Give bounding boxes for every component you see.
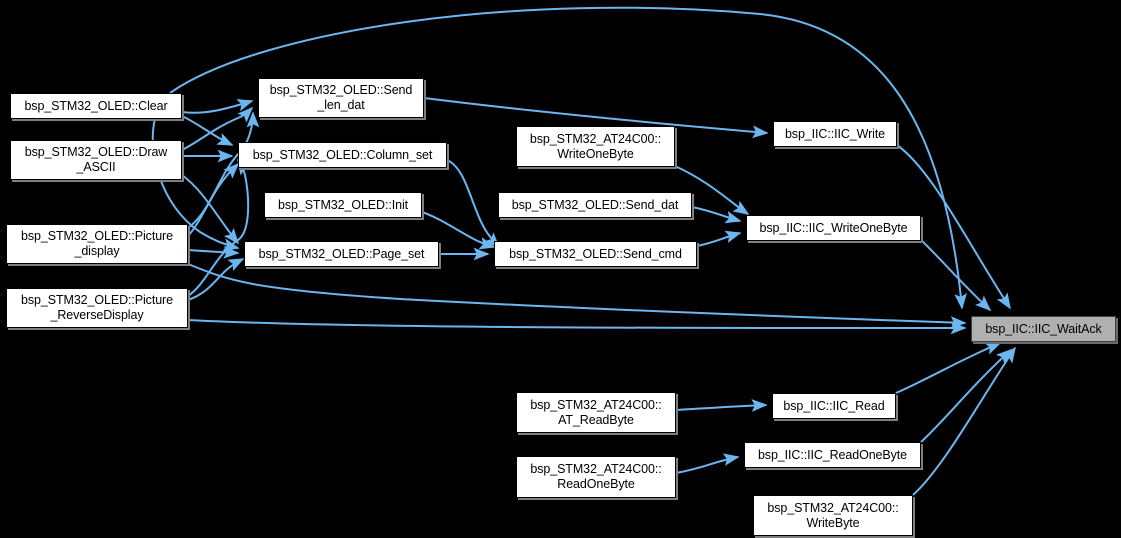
graph-node-at_readonebyte[interactable]: bsp_STM32_AT24C00:: ReadOneByte [516, 456, 676, 498]
graph-node-label: bsp_STM32_OLED::Picture _display [21, 229, 173, 258]
graph-node-label: bsp_IIC::IIC_WriteOneByte [759, 220, 908, 235]
edge-picture_reverse-to-waitack [187, 319, 967, 335]
edge-picture_display-to-column_set [187, 162, 240, 237]
graph-node-label: bsp_STM32_OLED::Send_cmd [509, 246, 682, 261]
edge-at_readonebyte-to-iic_readone [675, 453, 740, 474]
graph-node-iic_readone[interactable]: bsp_IIC::IIC_ReadOneByte [744, 442, 921, 468]
graph-node-init[interactable]: bsp_STM32_OLED::Init [264, 192, 422, 218]
graph-node-page_set[interactable]: bsp_STM32_OLED::Page_set [244, 241, 439, 267]
graph-node-label: bsp_IIC::IIC_WaitAck [985, 321, 1102, 336]
graph-node-label: bsp_STM32_OLED::Init [277, 197, 408, 212]
edge-picture_display-to-waitack [187, 263, 967, 329]
graph-node-label: bsp_STM32_AT24C00:: WriteByte [767, 500, 899, 530]
graph-node-label: bsp_STM32_OLED::Page_set [258, 246, 425, 261]
graph-node-label: bsp_STM32_OLED::Clear [24, 98, 168, 113]
graph-node-clear[interactable]: bsp_STM32_OLED::Clear [10, 93, 182, 119]
graph-node-label: bsp_STM32_AT24C00:: AT_ReadByte [530, 397, 662, 427]
edge-column_set-to-send_cmd [446, 159, 501, 249]
edge-clear-to-column_set [181, 115, 234, 146]
graph-node-label: bsp_STM32_AT24C00:: WriteOneByte [529, 131, 662, 161]
edge-send_len_dat-to-iic_write [423, 97, 769, 139]
edge-send_cmd-to-iic_wob [696, 230, 742, 247]
edge-picture_display-to-page_set [187, 245, 240, 259]
edge-send_dat-to-iic_wob [691, 206, 742, 224]
edge-clear-to-waitack-arc [169, 6, 967, 310]
graph-node-draw_ascii[interactable]: bsp_STM32_OLED::Draw _ASCII [10, 140, 182, 180]
edge-iic_writeone-to-waitack [920, 239, 992, 312]
edge-picture_reverse-to-page_set [187, 258, 245, 301]
graph-node-iic_waitack[interactable]: bsp_IIC::IIC_WaitAck [971, 316, 1116, 342]
edge-iic_read-to-waitack [895, 342, 1002, 394]
graph-node-label: bsp_STM32_AT24C00:: ReadOneByte [530, 462, 662, 491]
edge-draw_ascii-to-page_set [181, 174, 240, 245]
edge-at_readbyte-to-iic_read [675, 399, 768, 412]
graph-node-iic_read[interactable]: bsp_IIC::IIC_Read [772, 393, 896, 419]
graph-node-at_readbyte[interactable]: bsp_STM32_AT24C00:: AT_ReadByte [516, 392, 676, 433]
graph-node-column_set[interactable]: bsp_STM32_OLED::Column_set [238, 142, 447, 168]
graph-node-label: bsp_IIC::IIC_Write [784, 126, 886, 141]
graph-node-label: bsp_IIC::IIC_ReadOneByte [757, 447, 908, 462]
edges [151, 6, 1016, 496]
graph-node-at_writebyte[interactable]: bsp_STM32_AT24C00:: WriteByte [753, 495, 913, 536]
graph-node-picture_display[interactable]: bsp_STM32_OLED::Picture _display [6, 224, 188, 264]
edge-at_writebyte-to-waitack [912, 346, 1016, 496]
edge-iic_write-to-waitack [896, 144, 1011, 310]
graph-node-label: bsp_STM32_OLED::Column_set [252, 147, 433, 162]
graph-node-label: bsp_STM32_OLED::Send_dat [511, 197, 679, 212]
graph-node-send_cmd[interactable]: bsp_STM32_OLED::Send_cmd [494, 241, 697, 267]
graph-node-at_writeonebyte[interactable]: bsp_STM32_AT24C00:: WriteOneByte [516, 126, 675, 167]
graph-node-iic_write[interactable]: bsp_IIC::IIC_Write [773, 121, 897, 147]
edge-iic_readone-to-waitack [920, 348, 1013, 443]
graph-node-label: bsp_STM32_OLED::Picture _ReverseDisplay [21, 293, 173, 322]
edge-init-to-send_cmd [421, 211, 496, 250]
graph-node-picture_reverse[interactable]: bsp_STM32_OLED::Picture _ReverseDisplay [6, 288, 188, 328]
edge-clear-to-send_len_dat [181, 99, 254, 114]
graph-node-send_len_dat[interactable]: bsp_STM32_OLED::Send _len_dat [258, 78, 424, 118]
graph-node-label: bsp_STM32_OLED::Draw _ASCII [24, 145, 168, 174]
graph-node-label: bsp_STM32_OLED::Send _len_dat [269, 83, 413, 112]
graph-node-send_dat[interactable]: bsp_STM32_OLED::Send_dat [498, 192, 692, 218]
graph-node-iic_writeone[interactable]: bsp_IIC::IIC_WriteOneByte [746, 215, 921, 241]
graph-node-label: bsp_IIC::IIC_Read [783, 398, 885, 413]
edge-at_writeonebyte-to-iic_wob [674, 165, 750, 215]
